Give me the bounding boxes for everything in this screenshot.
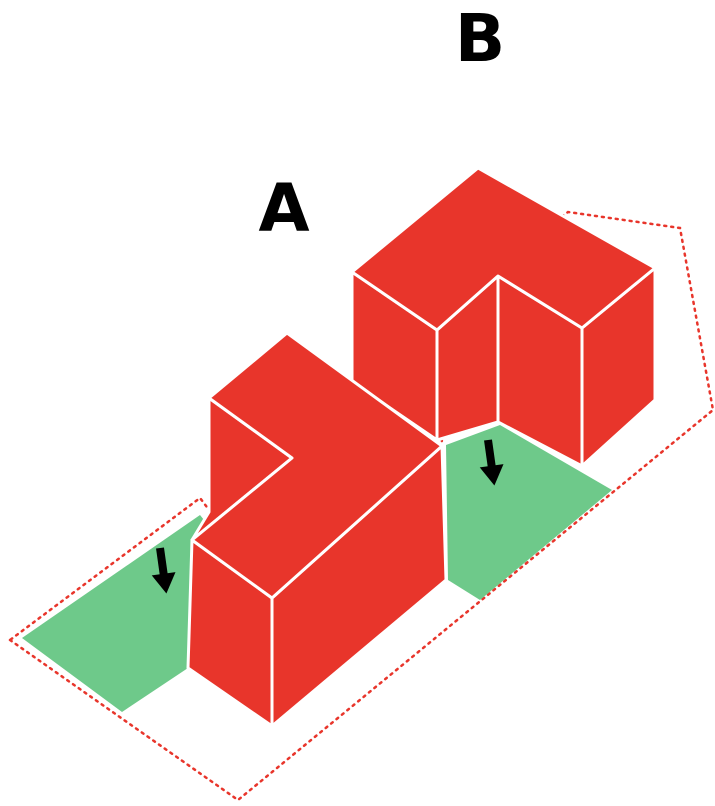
open-space-a bbox=[22, 515, 208, 712]
down-arrow-icon bbox=[151, 547, 176, 594]
building-b-roof bbox=[350, 166, 657, 332]
down-arrow-icon bbox=[479, 439, 504, 486]
building-b bbox=[350, 166, 657, 468]
building-a bbox=[186, 331, 448, 728]
building-a-label: A bbox=[258, 170, 309, 247]
building-a-roof bbox=[190, 331, 444, 600]
building-b-label: B bbox=[455, 0, 505, 77]
